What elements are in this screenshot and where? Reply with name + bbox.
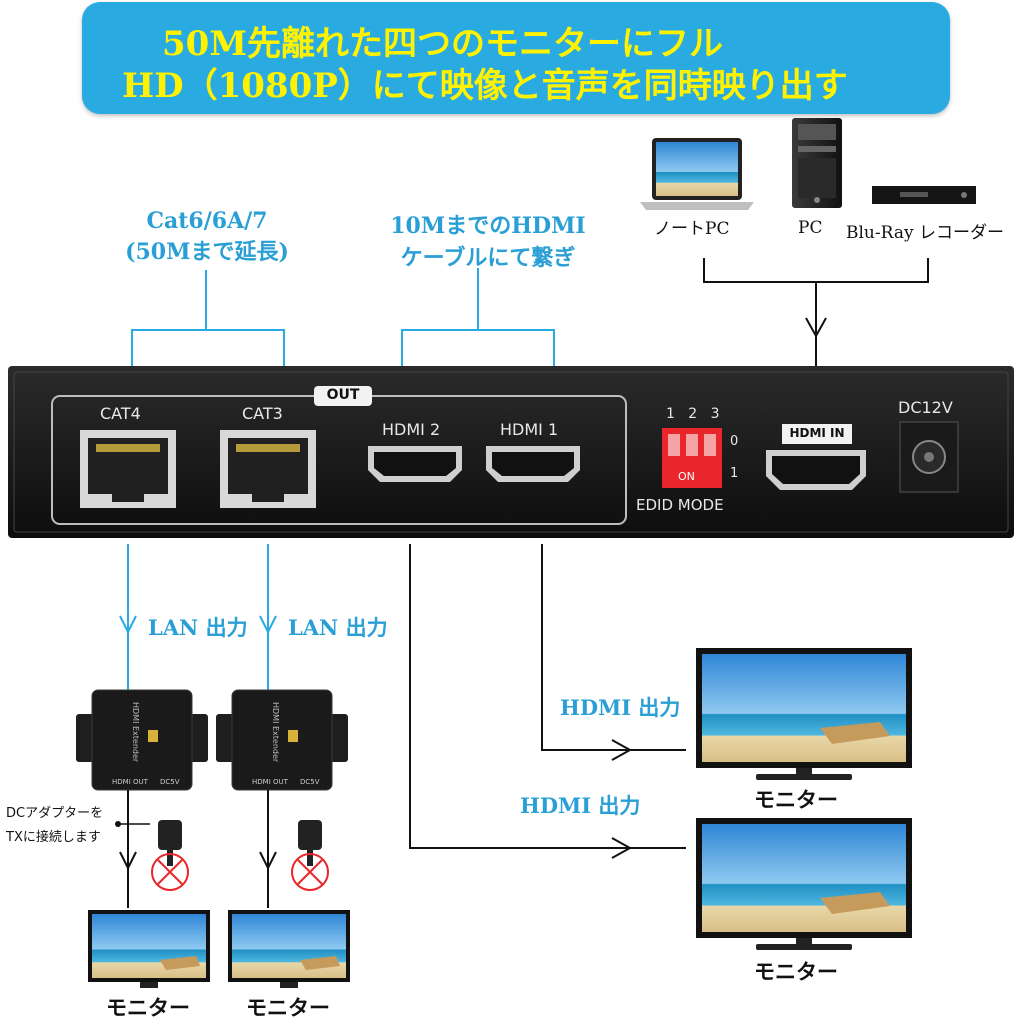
- monitor-label-right-bottom: モニター: [754, 960, 838, 984]
- lan-arrow-icons: [119, 615, 277, 635]
- dc-note-line1: DCアダプターを: [6, 806, 104, 821]
- dc-cables: [167, 850, 313, 866]
- hdmi1-label: HDMI 1: [500, 420, 559, 439]
- hdmi-in-label: HDMI IN: [789, 426, 845, 440]
- receiver-hdmi-out-2: HDMI OUT: [252, 778, 288, 786]
- dc-note-line2: TXに接続します: [6, 830, 101, 845]
- hdmi-arrow-icons: [611, 739, 633, 859]
- monitor-right-top: [696, 648, 912, 780]
- arrow-down-icon: [805, 317, 827, 339]
- dip-state-1: 1: [730, 466, 739, 481]
- cat3-label: CAT3: [242, 404, 283, 423]
- dip-switch-icon: [662, 428, 722, 488]
- hdmi1-port-icon: [486, 446, 580, 482]
- monitor-left-1: [88, 910, 210, 988]
- cat4-label: CAT4: [100, 404, 141, 423]
- dip-on-label: ON: [678, 470, 695, 483]
- receiver-dc5v-2: DC5V: [300, 778, 320, 786]
- receiver-brand-1: HDMI Extender: [131, 702, 140, 763]
- receiver-dc5v-1: DC5V: [160, 778, 180, 786]
- monitor-label-right-top: モニター: [754, 788, 838, 812]
- cat4-port-icon: [80, 430, 176, 508]
- dip-state-0: 0: [730, 434, 739, 449]
- hdmi-in-port-icon: [766, 424, 866, 490]
- laptop-label: ノートPC: [654, 219, 730, 239]
- bluray-recorder-icon: [872, 186, 976, 204]
- dip-number-2: 2: [688, 406, 698, 422]
- receiver-unit-1: [76, 689, 208, 850]
- dip-number-3: 3: [710, 406, 720, 422]
- cat-bracket: [131, 270, 285, 368]
- hdmi-caption-line2: ケーブルにて繋ぎ: [400, 245, 576, 271]
- dc12v-label: DC12V: [898, 398, 953, 417]
- receiver-unit-2: [216, 689, 348, 850]
- hdmi-bracket: [401, 268, 555, 368]
- lan-output-label-1: LAN 出力: [148, 615, 248, 640]
- splitter-device: [8, 366, 1014, 538]
- hdmi-output-label-2: HDMI 出力: [520, 793, 641, 818]
- edid-mode-label: EDID MODE: [636, 496, 724, 514]
- receiver-arrow-icons: [119, 851, 277, 871]
- bluray-label: Blu-Ray レコーダー: [846, 223, 1004, 243]
- cat3-port-icon: [220, 430, 316, 508]
- dip-number-1: 1: [666, 406, 675, 422]
- laptop-icon: [640, 138, 754, 210]
- pc-label: PC: [798, 218, 823, 238]
- hdmi-caption-line1: 10MまでのHDMI: [390, 213, 586, 239]
- out-badge: OUT: [326, 387, 360, 403]
- lan-lines: [127, 544, 269, 690]
- monitor-left-2: [228, 910, 350, 988]
- cat-caption-line2: (50Mまで延長): [125, 239, 289, 265]
- pc-tower-icon: [792, 118, 842, 208]
- prohibited-icon-2: [291, 853, 329, 891]
- receiver-brand-2: HDMI Extender: [271, 702, 280, 763]
- banner-title-line2: HD（1080P）にて映像と音声を同時映り出す: [122, 66, 848, 106]
- monitor-right-bottom: [696, 818, 912, 950]
- banner-title-line1: 50M先離れた四つのモニターにフル: [162, 24, 723, 64]
- hdmi-caption: 10MまでのHDMI ケーブルにて繋ぎ: [370, 208, 606, 272]
- dip-numbers: 1 2 3: [666, 406, 719, 422]
- monitor-label-left-2: モニター: [246, 996, 330, 1020]
- receiver-hdmi-out-1: HDMI OUT: [112, 778, 148, 786]
- lan-output-label-2: LAN 出力: [288, 615, 388, 640]
- cat-caption: Cat6/6A/7 (50Mまで延長): [112, 208, 302, 266]
- source-bracket: [703, 258, 929, 366]
- prohibited-icon-1: [151, 853, 189, 891]
- hdmi2-port-icon: [368, 446, 462, 482]
- monitor-label-left-1: モニター: [106, 996, 190, 1020]
- hdmi-output-label-1: HDMI 出力: [560, 695, 681, 720]
- receiver-output-lines: [127, 790, 269, 908]
- title-banner: 50M先離れた四つのモニターにフル HD（1080P）にて映像と音声を同時映り出…: [82, 2, 950, 114]
- hdmi1-output-line: [541, 544, 686, 751]
- hdmi2-output-line: [409, 544, 686, 849]
- dc-jack-icon: [899, 421, 959, 493]
- cat-caption-line1: Cat6/6A/7: [146, 208, 268, 234]
- hdmi2-label: HDMI 2: [382, 420, 441, 439]
